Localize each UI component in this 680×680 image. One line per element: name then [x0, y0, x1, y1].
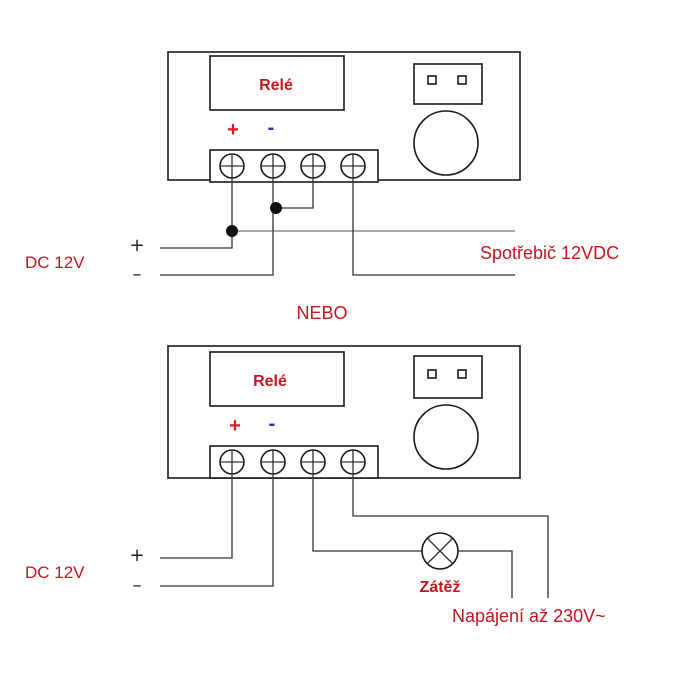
top-terminal-screw-4 — [340, 153, 366, 179]
bottom-potentiometer-knob — [413, 404, 479, 470]
bottom-relay-display — [209, 351, 345, 407]
bottom-terminal-screw-2 — [260, 449, 286, 475]
top-connector-pin-left — [427, 75, 437, 85]
bottom-connector-pin-right — [457, 369, 467, 379]
top-relay-display — [209, 55, 345, 111]
top-supply-label: DC 12V — [25, 253, 85, 272]
top-plus-mark: + — [227, 119, 239, 141]
top-relay-label: Relé — [259, 77, 293, 94]
bottom-terminal-screw-1 — [219, 449, 245, 475]
bottom-wire-minus — [160, 474, 274, 587]
top-wire-minus — [160, 178, 274, 276]
top-terminal-screw-1 — [219, 153, 245, 179]
bottom-minus-mark: - — [269, 413, 276, 435]
bottom-terminal-screw-4 — [340, 449, 366, 475]
bottom-wiring-diagram: Relé + - DC 12V + – — [25, 345, 606, 626]
bottom-connector-pin-left — [427, 369, 437, 379]
top-supply-plus: + — [129, 235, 144, 256]
bottom-wire-to-power — [352, 474, 549, 598]
top-potentiometer-knob — [413, 110, 479, 176]
bottom-wire-lamp-out — [458, 550, 513, 598]
bottom-terminal-screw-3 — [300, 449, 326, 475]
bottom-plus-mark: + — [229, 415, 241, 437]
bottom-supply-label: DC 12V — [25, 563, 85, 582]
top-wire-bridge — [276, 178, 314, 209]
top-terminal-screw-3 — [300, 153, 326, 179]
top-load-wire-lower — [352, 178, 515, 276]
top-junction-dot-1 — [226, 225, 238, 237]
top-connector-socket — [413, 63, 483, 105]
top-connector-pin-right — [457, 75, 467, 85]
top-load-label: Spotřebič 12VDC — [480, 243, 619, 263]
bottom-relay-label: Relé — [253, 373, 287, 390]
top-wiring-diagram: Relé + - DC 12V + – Spotřebič 12VDC — [25, 51, 619, 285]
top-supply-minus: – — [133, 264, 142, 285]
bottom-lamp-icon — [421, 532, 459, 570]
bottom-lamp-label: Zátěž — [420, 579, 461, 596]
bottom-wire-plus — [160, 474, 233, 559]
top-junction-dot-2 — [270, 202, 282, 214]
bottom-power-label: Napájení až 230V~ — [452, 606, 606, 626]
top-wire-plus — [160, 178, 233, 249]
top-minus-mark: - — [268, 117, 275, 139]
bottom-supply-plus: + — [129, 545, 144, 566]
separator-label: NEBO — [296, 303, 347, 323]
top-terminal-screw-2 — [260, 153, 286, 179]
bottom-connector-socket — [413, 355, 483, 399]
bottom-supply-minus: – — [133, 575, 142, 596]
bottom-wire-to-lamp — [312, 474, 422, 552]
